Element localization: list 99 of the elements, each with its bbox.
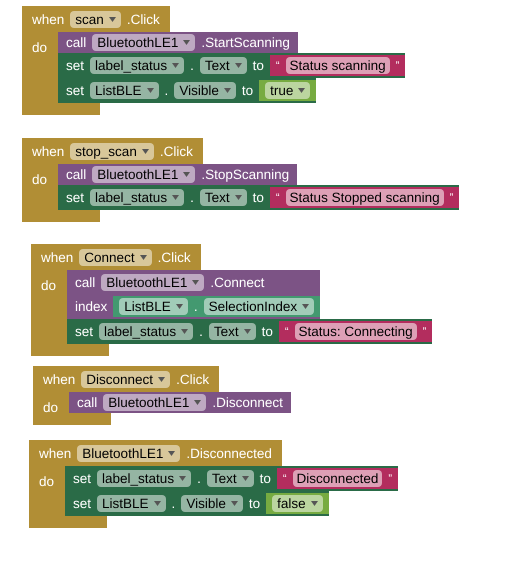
event-block — [31, 244, 201, 356]
quote-mark: ” — [450, 192, 454, 204]
block-keyword: do — [32, 40, 48, 55]
call-block — [67, 270, 320, 319]
dropdown-field: BluetoothLE1 — [92, 34, 196, 51]
block-keyword: .Disconnect — [212, 395, 283, 410]
block-keyword: . — [194, 299, 198, 314]
dropdown-field: SelectionIndex — [204, 298, 314, 315]
dropdown-field: Text — [200, 57, 247, 74]
block-keyword: do — [32, 172, 48, 187]
call-block — [58, 32, 298, 53]
dropdown-field: Disconnect — [81, 370, 170, 388]
block-keyword: to — [260, 471, 271, 486]
block-keyword: . — [190, 190, 194, 205]
call-block — [69, 392, 291, 413]
dropdown-field: ListBLE — [90, 82, 159, 99]
block-keyword: do — [43, 400, 58, 415]
quote-mark: “ — [282, 472, 287, 484]
block-keyword: when — [43, 372, 76, 386]
block-keyword: set — [66, 190, 84, 205]
block-keyword: .Connect — [210, 275, 264, 290]
quote-mark: “ — [276, 60, 280, 72]
block-keyword: .Click — [176, 372, 210, 386]
block-keyword: .Click — [158, 250, 191, 264]
dropdown-field: BluetoothLE1 — [92, 166, 196, 183]
dropdown-field: stop_scan — [70, 142, 154, 160]
quote-mark: ” — [388, 472, 392, 484]
dropdown-field: Connect — [79, 248, 152, 266]
block-keyword: to — [252, 190, 264, 205]
dropdown-field: Text — [206, 470, 254, 487]
getter-block — [113, 296, 320, 317]
dropdown-field: scan — [70, 10, 121, 28]
dropdown-field: BluetoothLE1 — [77, 444, 180, 462]
set-block — [65, 466, 398, 491]
block-keyword: when — [39, 446, 72, 460]
block-keyword: call — [66, 167, 86, 182]
block-keyword: to — [262, 324, 273, 339]
block-keyword: . — [190, 58, 194, 73]
event-block — [22, 138, 203, 222]
block-keyword: set — [66, 83, 84, 98]
block-keyword: when — [32, 144, 64, 158]
block-keyword: . — [199, 324, 203, 339]
dropdown-field: Text — [208, 323, 256, 340]
text-block — [270, 187, 460, 208]
block-keyword: when — [41, 250, 74, 264]
string-field: Status: Connecting — [294, 323, 417, 340]
quote-mark: ” — [396, 60, 400, 72]
block-keyword: call — [77, 395, 98, 410]
boolean-block — [259, 80, 316, 101]
block-keyword: set — [75, 324, 94, 339]
block-keyword: set — [66, 58, 84, 73]
string-field: Status Stopped scanning — [286, 189, 444, 206]
quote-mark: ” — [422, 326, 426, 338]
dropdown-field: ListBLE — [97, 495, 166, 512]
block-keyword: set — [73, 496, 92, 511]
dropdown-field: label_status — [90, 189, 184, 206]
block-keyword: call — [75, 275, 96, 290]
text-block — [278, 321, 432, 342]
set-block — [67, 319, 432, 344]
dropdown-field: Visible — [174, 82, 236, 99]
set-block — [58, 78, 316, 103]
text-block — [270, 55, 406, 76]
quote-mark: “ — [284, 326, 289, 338]
quote-mark: “ — [276, 192, 280, 204]
block-keyword: when — [32, 12, 64, 26]
dropdown-field: true — [265, 82, 310, 99]
string-field: Status scanning — [286, 57, 390, 74]
block-keyword: index — [75, 299, 108, 314]
block-keyword: .StopScanning — [201, 167, 290, 182]
block-keyword: .StartScanning — [201, 35, 290, 50]
dropdown-field: label_status — [90, 57, 184, 74]
string-field: Disconnected — [292, 470, 382, 487]
dropdown-field: false — [272, 495, 323, 512]
set-block — [58, 53, 406, 78]
block-keyword: set — [73, 471, 92, 486]
boolean-block — [266, 493, 329, 514]
block-keyword: to — [248, 496, 260, 511]
block-keyword: to — [242, 83, 254, 98]
block-keyword: do — [39, 474, 54, 489]
dropdown-field: BluetoothLE1 — [101, 274, 204, 291]
block-keyword: . — [172, 496, 176, 511]
block-keyword: . — [197, 471, 201, 486]
call-block — [58, 164, 298, 185]
block-keyword: .Click — [160, 144, 193, 158]
block-keyword: .Click — [126, 12, 160, 26]
block-keyword: . — [164, 83, 168, 98]
dropdown-field: BluetoothLE1 — [103, 394, 206, 411]
set-block — [65, 491, 329, 516]
dropdown-field: label_status — [99, 323, 194, 340]
block-keyword: .Disconnected — [186, 446, 272, 460]
dropdown-field: label_status — [97, 470, 192, 487]
dropdown-field: ListBLE — [119, 298, 188, 315]
block-keyword: to — [252, 58, 264, 73]
dropdown-field: Text — [200, 189, 247, 206]
block-keyword: do — [41, 278, 56, 293]
dropdown-field: Visible — [181, 495, 243, 512]
text-block — [276, 468, 398, 489]
block-keyword: call — [66, 35, 86, 50]
set-block — [58, 185, 460, 210]
